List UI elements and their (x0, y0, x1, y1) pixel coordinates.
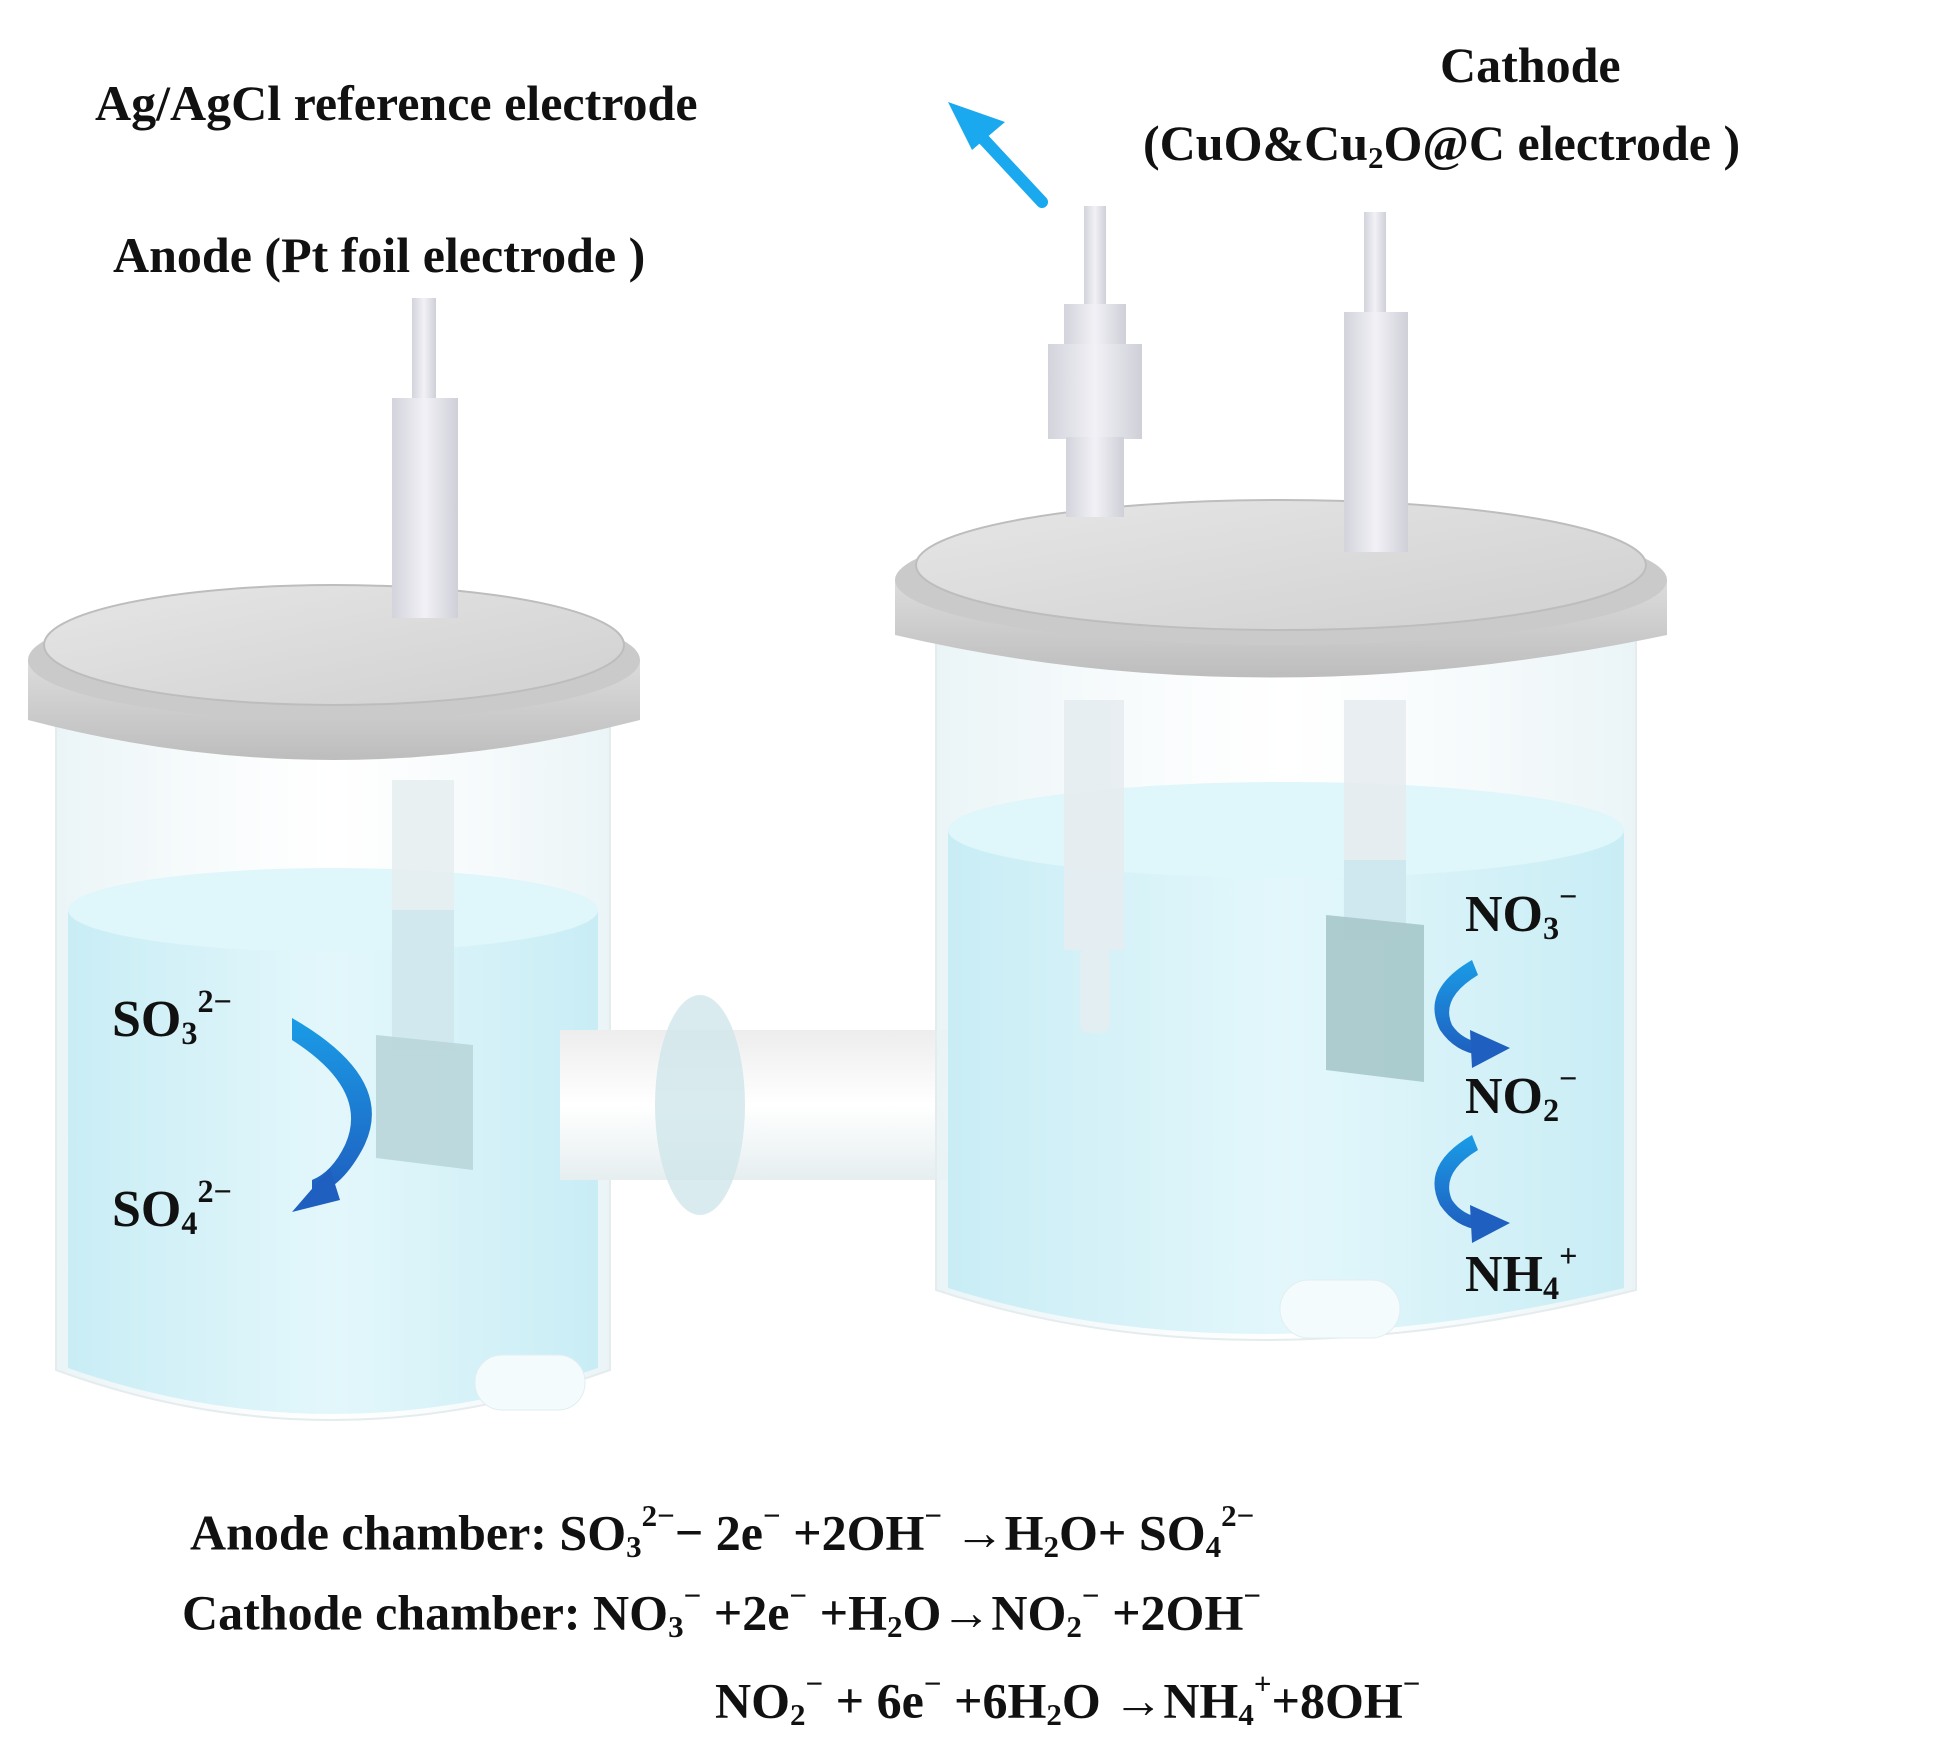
anode-lid (28, 584, 640, 760)
cathode-lid (895, 499, 1667, 678)
ion-so3: SO32− (112, 983, 232, 1052)
anode-reaction-arrow (292, 1018, 372, 1212)
reference-electrode (1048, 206, 1142, 1033)
cathode-rod (1326, 212, 1424, 1082)
cathode-title-label: Cathode (1440, 37, 1621, 93)
reference-electrode-label: Ag/AgCl reference electrode (95, 75, 698, 131)
anode-label: Anode (Pt foil electrode ) (113, 227, 646, 283)
ion-nh4: NH4+ (1465, 1238, 1578, 1307)
no2-to-nh4-arrow (1434, 1135, 1510, 1243)
ion-no3: NO3− (1465, 878, 1578, 947)
reference-pointer-arrow (948, 102, 1048, 208)
ion-no2: NO2− (1465, 1060, 1578, 1129)
anode-rod (376, 298, 473, 1170)
cathode-detail-label: (CuO&Cu2O@C electrode ) (1143, 115, 1741, 175)
equation-anode: Anode chamber: SO32−− 2e− +2OH− →H2O+ SO… (190, 1498, 1255, 1564)
ion-so4: SO42− (112, 1173, 232, 1242)
cathode-beaker (935, 599, 1637, 1341)
equation-cathode-2: NO2− + 6e− +6H2O →NH4++8OH− (715, 1666, 1421, 1732)
no3-to-no2-arrow (1434, 960, 1510, 1068)
equation-cathode-1: Cathode chamber: NO3− +2e− +H2O→NO2− +2O… (182, 1578, 1262, 1644)
